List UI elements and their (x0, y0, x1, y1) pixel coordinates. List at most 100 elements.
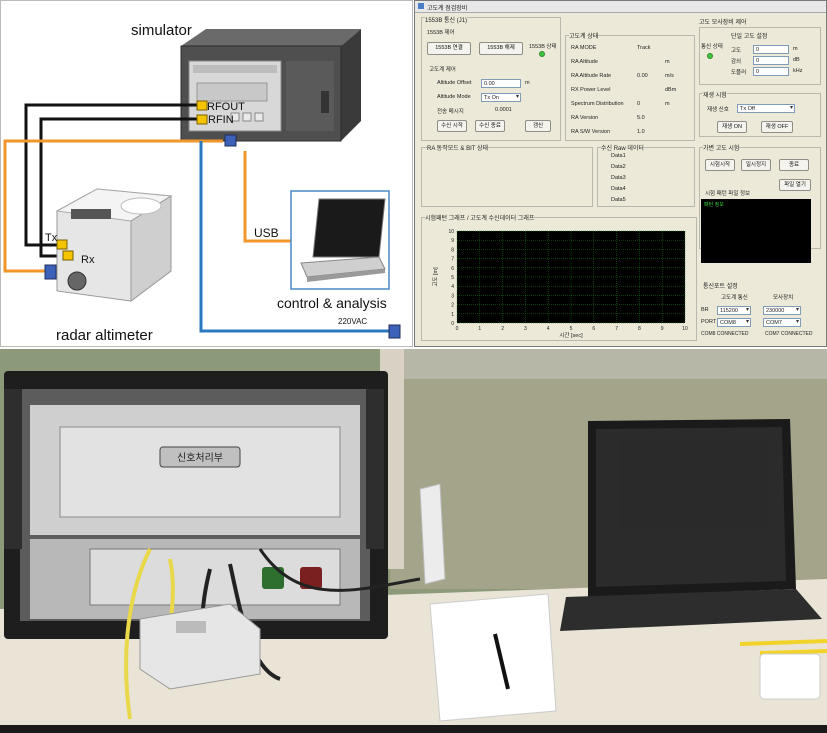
sim-row-label: 고도 (731, 48, 742, 54)
chart-x-tick-label: 5 (570, 326, 573, 332)
simulator-device (180, 29, 361, 142)
chart-y-tick-label: 4 (451, 284, 454, 290)
pattern-info-box: 패턴 정보 (701, 199, 811, 263)
raw-data-row: Data2 (611, 164, 626, 170)
altitude-offset-unit: m (525, 80, 530, 86)
usb-label: USB (254, 226, 279, 240)
sim-row-input[interactable]: 0 (753, 56, 789, 65)
port-group-title: 통신포트 설정 (703, 284, 738, 290)
chart-y-tick-label: 1 (451, 312, 454, 318)
status-row-label: RA Version (571, 115, 599, 121)
paper-cup (759, 653, 821, 700)
port-select-1[interactable]: COM8 (717, 318, 751, 327)
pencil-1 (739, 639, 827, 646)
sim-row-unit: dB (793, 57, 800, 63)
chart-x-tick-label: 10 (682, 326, 688, 332)
br-select-1[interactable]: 115200 (717, 306, 751, 315)
sim-row-unit: m (793, 46, 798, 52)
sim-row-unit: kHz (793, 68, 803, 74)
app-icon (418, 3, 424, 9)
chart-y-tick-label: 7 (451, 257, 454, 263)
window-title: 고도계 점검장비 (427, 6, 468, 12)
status-row-unit: dBm (665, 87, 677, 93)
test-end-button[interactable]: 종료 (779, 159, 809, 171)
chart-y-tick-label: 8 (451, 247, 454, 253)
bus-connect-button[interactable]: 1553B 연결 (427, 42, 471, 55)
raw-data-group-title: 수신 Raw 데이터 (601, 143, 644, 152)
altitude-mode-select[interactable]: Tx On (481, 93, 521, 102)
single-setting-group (699, 27, 821, 85)
bus-disconnect-button[interactable]: 1553B 해제 (479, 42, 523, 55)
bus-subtitle: 1553B 제어 (427, 30, 455, 36)
rx-start-button[interactable]: 수신 시작 (437, 120, 467, 132)
rx-stop-button[interactable]: 수신 종료 (475, 120, 505, 132)
chart-y-tick-label: 0 (451, 321, 454, 327)
power-label: 220VAC (338, 317, 367, 326)
simulator-port-connector (224, 134, 237, 147)
transmit-period-value: 0.0001 (495, 107, 512, 113)
status-row-value: 0.00 (637, 73, 648, 79)
status-row-unit: m (665, 101, 670, 107)
chart-y-tick-label: 9 (451, 238, 454, 244)
raw-data-row: Data4 (611, 186, 626, 192)
play-on-button[interactable]: 재생 ON (717, 121, 747, 133)
power-plug (388, 324, 401, 339)
chart-y-axis-label: 고도 [m] (432, 267, 439, 287)
chart-x-tick-label: 9 (661, 326, 664, 332)
antenna-stand (419, 483, 446, 585)
port-col2-label: 모사장치 (773, 295, 794, 301)
raw-data-row: Data3 (611, 175, 626, 181)
chart-x-tick-label: 8 (638, 326, 641, 332)
record-label: 재생 신호 (707, 107, 729, 113)
sim-row-input[interactable]: 0 (753, 67, 789, 76)
bus-status-label: 1553B 상태 (529, 44, 557, 50)
sim-row-input[interactable]: 0 (753, 45, 789, 54)
record-select[interactable]: Tx Off (737, 104, 795, 113)
status-row-label: RA Altitude Rate (571, 73, 612, 79)
chart-x-tick-label: 3 (524, 326, 527, 332)
single-setting-title: 단일 고도 설정 (731, 34, 768, 40)
chart-y-tick-label: 2 (451, 303, 454, 309)
status-group-title: 고도계 상태 (569, 31, 599, 40)
status-group (565, 35, 695, 141)
graph-group-title: 시험패턴 그래프 / 고도계 수신데이터 그래프 (425, 213, 535, 222)
raw-data-group (597, 147, 695, 207)
photo-laptop (560, 419, 822, 631)
status-row-unit: m/s (665, 73, 674, 79)
play-off-button[interactable]: 재생 OFF (761, 121, 793, 133)
transmit-period-label: 전송 메시지 (437, 109, 464, 115)
port-select-2[interactable]: COM7 (763, 318, 801, 327)
port-label: PORT (701, 319, 717, 325)
record-group-title: 재생 시험 (703, 90, 727, 99)
power-cable (199, 141, 391, 333)
status-row-unit: m (665, 59, 670, 65)
port-status-2: COM7 CONNECTED (765, 331, 813, 337)
diagram-svg: simulator RFOUT RFIN USB 220VAC control … (3, 22, 401, 344)
status-row-label: RX Power Level (571, 87, 611, 93)
status-row-label: RA S/W Version (571, 129, 611, 135)
status-row-label: RA Altitude (571, 59, 598, 65)
pattern-info-label: 시험 패턴 파일 정보 (705, 191, 751, 197)
refresh-button[interactable]: 갱신 (525, 120, 551, 132)
sim-row-label: 도플러 (731, 70, 747, 76)
control-label: control & analysis (277, 295, 387, 311)
title-bar: 고도계 점검장비 (415, 1, 826, 13)
panel-sign-text: 신호처리부 (177, 452, 223, 464)
altitude-offset-input[interactable]: 0.00 (481, 79, 521, 88)
raw-data-row: Data1 (611, 153, 626, 159)
test-pause-button[interactable]: 일시정지 (741, 159, 771, 171)
br-select-2[interactable]: 230000 (763, 306, 801, 315)
port-status-1: COM8 CONNECTED (701, 331, 749, 337)
variable-test-title: 가변 고도 시험 (703, 143, 740, 152)
rfout-label: RFOUT (207, 101, 245, 113)
file-open-button[interactable]: 파일 열기 (779, 179, 811, 191)
photo-altimeter (139, 603, 261, 690)
pen (493, 633, 510, 690)
rx-connector (62, 250, 74, 261)
sim-status-label: 통신 상태 (701, 44, 723, 50)
test-start-button[interactable]: 시험시작 (705, 159, 735, 171)
chart-x-tick-label: 2 (501, 326, 504, 332)
orange-cable-altimeter (3, 139, 223, 273)
bus-group-title: 1553B 통신 (J1) (425, 15, 468, 24)
chart-x-tick-label: 4 (547, 326, 550, 332)
